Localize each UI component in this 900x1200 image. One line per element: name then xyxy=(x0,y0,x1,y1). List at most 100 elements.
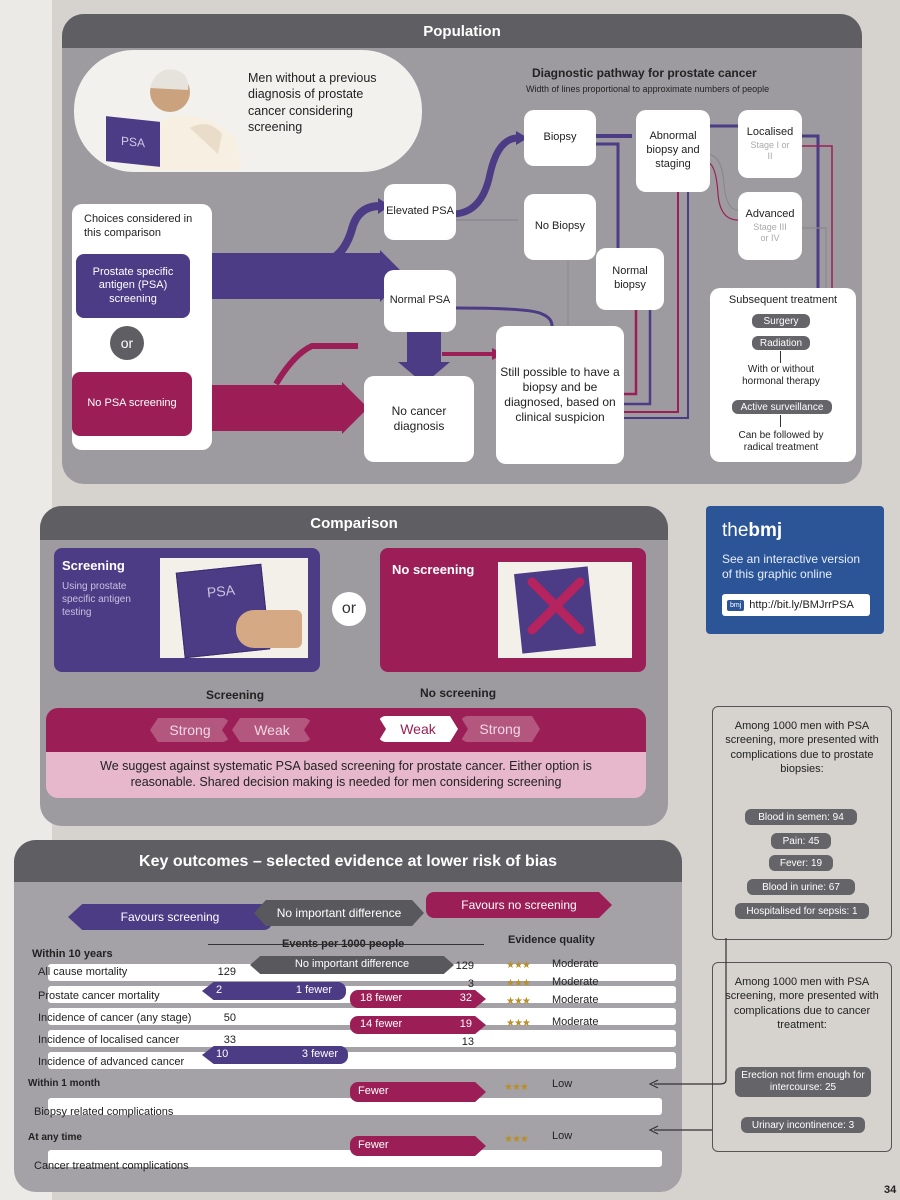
population-title: Population xyxy=(62,14,862,48)
outcomes-title: Key outcomes – selected evidence at lowe… xyxy=(14,840,682,882)
bmj-box: thebmj See an interactive version of thi… xyxy=(706,506,884,634)
node-normal-biopsy: Normal biopsy xyxy=(596,248,664,310)
pathway-title: Diagnostic pathway for prostate cancer xyxy=(532,66,757,80)
row-right-value: 32 xyxy=(459,992,472,1005)
node-advanced: Advanced Stage III or IV xyxy=(738,192,802,260)
table-row xyxy=(48,1030,676,1047)
localised-label: Localised xyxy=(746,125,794,138)
row-quality: Moderate xyxy=(552,976,599,988)
bmj-link-url: http://bit.ly/BMJrrPSA xyxy=(749,599,854,611)
screening-card-title: Screening xyxy=(62,558,125,573)
row-right-value: 129 xyxy=(455,960,474,972)
row-quality: Moderate xyxy=(552,994,599,1006)
bmj-logo: thebmj xyxy=(722,520,782,542)
row-left-value: 129 xyxy=(217,966,236,978)
row-label: Incidence of cancer (any stage) xyxy=(38,1012,192,1024)
comparison-title: Comparison xyxy=(40,506,668,540)
side-biopsy-item: Pain: 45 xyxy=(771,833,831,849)
treatment-connector-1 xyxy=(780,351,781,363)
recommendation: We suggest against systematic PSA based … xyxy=(46,752,646,798)
treatment-surgery: Surgery xyxy=(752,314,810,328)
treatment-active-surveillance: Active surveillance xyxy=(732,400,832,414)
bmj-logo-the: the xyxy=(722,520,749,541)
row-right-value: 3 xyxy=(467,978,474,990)
section-within-1-month: Within 1 month xyxy=(28,1078,101,1089)
side-biopsy-item: Blood in semen: 94 xyxy=(745,809,857,825)
row-stars: ★★★ xyxy=(506,978,531,989)
node-no-cancer: No cancer diagnosis xyxy=(364,376,474,462)
row-label: Biopsy related complications xyxy=(34,1106,174,1118)
page-number: 34 xyxy=(884,1184,897,1196)
strong-right: Strong xyxy=(460,716,540,742)
intro-text: Men without a previous diagnosis of pros… xyxy=(248,71,377,134)
choice-no-psa-screening: No PSA screening xyxy=(72,372,192,436)
outcomes-panel: Key outcomes – selected evidence at lowe… xyxy=(14,840,682,1192)
bmj-link[interactable]: bmj http://bit.ly/BMJrrPSA xyxy=(722,594,870,616)
label-screening: Screening xyxy=(206,688,265,702)
treatment-connector-2 xyxy=(780,415,781,427)
bmj-link-icon: bmj xyxy=(727,599,745,611)
treatment-radical: Can be followed by radical treatment xyxy=(738,430,824,453)
side-biopsy-item: Hospitalised for sepsis: 1 xyxy=(735,903,869,919)
side-treatment-item: Urinary incontinence: 3 xyxy=(741,1117,865,1133)
side-biopsy-item: Blood in urine: 67 xyxy=(747,879,855,895)
pathway-subtitle: Width of lines proportional to approxima… xyxy=(526,84,770,94)
row-right-value: 19 xyxy=(459,1018,472,1031)
choice-psa-screening: Prostate specific antigen (PSA) screenin… xyxy=(76,254,190,318)
row-bar: 2 1 fewer xyxy=(202,982,346,1000)
row-left-value: 10 xyxy=(216,1048,229,1061)
bmj-text: See an interactive version of this graph… xyxy=(722,552,861,581)
row-right-value: 13 xyxy=(461,1036,474,1048)
row-stars: ★★★ xyxy=(506,960,531,971)
comparison-or-circle: or xyxy=(332,592,366,626)
localised-stage: Stage I or II xyxy=(750,139,790,161)
row-left-value: 33 xyxy=(223,1034,236,1046)
node-no-biopsy: No Biopsy xyxy=(524,194,596,260)
row-quality: Low xyxy=(552,1078,573,1090)
table-row xyxy=(48,1098,662,1115)
row-label: Incidence of advanced cancer xyxy=(38,1056,185,1068)
treatment-title: Subsequent treatment xyxy=(728,294,838,306)
node-normal-psa: Normal PSA xyxy=(384,270,456,332)
or-circle: or xyxy=(110,326,144,360)
row-stars: ★★★ xyxy=(504,1082,529,1093)
table-row xyxy=(48,1150,662,1167)
quality-header: Evidence quality xyxy=(508,934,595,946)
advanced-stage: Stage III or IV xyxy=(753,221,787,243)
row-left-value: 50 xyxy=(223,1012,236,1024)
favours-no-screening-tag: Favours no screening xyxy=(426,892,612,918)
favours-screening-tag: Favours screening xyxy=(68,904,272,930)
side-biopsy-item: Fever: 19 xyxy=(769,855,833,871)
choices-title: Choices considered in this comparison xyxy=(84,213,193,240)
strong-left: Strong xyxy=(150,718,230,742)
label-no-screening: No screening xyxy=(420,686,497,700)
weak-left: Weak xyxy=(232,718,312,742)
side-treatment-box: Among 1000 men with PSA screening, more … xyxy=(712,962,892,1152)
row-bar: No important difference xyxy=(250,956,454,974)
row-bar: 14 fewer 19 xyxy=(350,1016,486,1034)
screening-hand xyxy=(236,610,302,648)
comparison-panel: Comparison Screening Using prostate spec… xyxy=(40,506,668,826)
node-elevated-psa: Elevated PSA xyxy=(384,184,456,240)
man-illustration xyxy=(132,58,252,170)
node-biopsy: Biopsy xyxy=(524,110,596,166)
no-screening-card-title: No screening xyxy=(392,562,475,577)
treatment-hormonal: With or without hormonal therapy xyxy=(742,364,820,387)
row-stars: ★★★ xyxy=(506,996,531,1007)
row-bar-label: 18 fewer xyxy=(360,992,403,1005)
no-difference-tag: No important difference xyxy=(254,900,424,926)
side-treatment-item: Erection not firm enough for intercourse… xyxy=(735,1067,871,1097)
row-bar-label: 14 fewer xyxy=(360,1018,403,1031)
screening-psa-label: PSA xyxy=(206,581,236,601)
row-bar: 18 fewer 32 xyxy=(350,990,486,1008)
row-quality: Moderate xyxy=(552,1016,599,1028)
pathway-flow-lines xyxy=(202,124,833,434)
row-label: Incidence of localised cancer xyxy=(38,1034,180,1046)
section-at-any-time: At any time xyxy=(28,1132,82,1143)
row-stars: ★★★ xyxy=(504,1134,529,1145)
row-label: Prostate cancer mortality xyxy=(38,990,160,1002)
section-within-10-years: Within 10 years xyxy=(32,948,113,960)
strength-bar xyxy=(46,708,646,752)
row-bar-label: 1 fewer xyxy=(295,984,332,997)
side-treatment-text: Among 1000 men with PSA screening, more … xyxy=(725,976,879,1031)
